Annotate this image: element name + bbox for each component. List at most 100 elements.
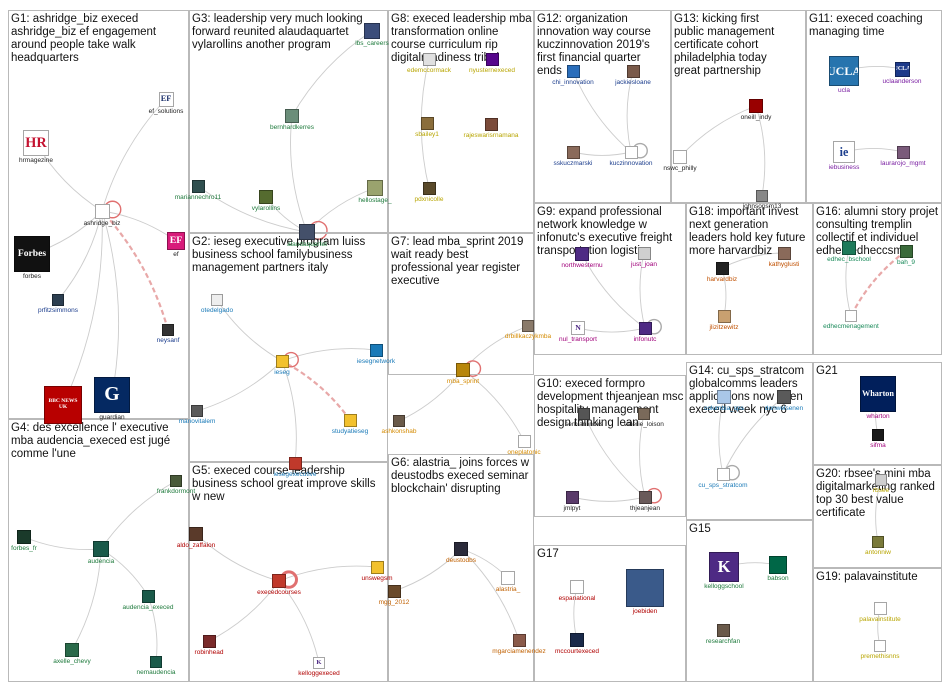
avatar-icon [17, 530, 31, 544]
node-label: iesegnetwork [356, 357, 396, 365]
node-label: harvardbiz [706, 275, 738, 283]
avatar-icon [716, 623, 730, 637]
node-label: mariovitalem [178, 418, 216, 425]
edge-guardian-to-ashridge_biz [101, 210, 120, 396]
node-label: valerie_loison [624, 421, 664, 428]
group-title-g3: G3: leadership very much looking forward… [192, 13, 363, 51]
edge-bernhardkerres-to-alaudaquartet [290, 115, 308, 233]
ucla-logo-icon: UCLA [829, 56, 859, 86]
node-label: nul_transport [559, 336, 597, 343]
edge-iesegexecutive-to-ieseg [281, 360, 297, 464]
node-label: premethisnns [860, 653, 900, 660]
node-label: columbia_sps [704, 405, 744, 412]
node-label: edemccormack [406, 66, 452, 74]
node-label: ashridge_biz [83, 219, 121, 227]
edge-just_joan-to-infonutc [639, 252, 646, 329]
node-label: alaudaquartet [287, 241, 327, 248]
avatar-icon [272, 574, 286, 588]
node-label: audencia_execed [122, 603, 174, 611]
avatar-icon [716, 467, 730, 481]
group-panel-g16 [813, 203, 942, 355]
node-label: oneplatonic [507, 448, 541, 456]
avatar-icon [162, 324, 174, 336]
avatar-icon [624, 145, 638, 159]
node-label: hellostage_ [358, 197, 392, 204]
avatar-icon [422, 52, 436, 66]
group-title-g10: G10: execed formpro development thjeanje… [537, 378, 684, 429]
group-title-g21: G21 [816, 365, 838, 377]
avatar-icon [566, 64, 580, 78]
avatar-icon [872, 429, 884, 441]
avatar-icon [570, 633, 584, 647]
node-label: nemaudencia [136, 669, 176, 676]
avatar-icon [777, 246, 791, 260]
avatar-icon: N [571, 321, 585, 335]
group-title-g17: G17 [537, 548, 559, 560]
group-title-g19: G19: palavainstitute [816, 571, 918, 583]
node-label: mccourtexeced [554, 648, 600, 655]
node-label: drbillkaczykmba [504, 333, 552, 340]
avatar-icon [517, 434, 531, 448]
forbes-logo-icon: Forbes [14, 236, 50, 272]
node-label: aldo_zaffaion [176, 542, 216, 549]
node-label: thjeanjean [630, 504, 660, 512]
avatar-icon: K [313, 657, 325, 669]
node-label: edhecmenagement [823, 323, 879, 330]
avatar-icon [189, 527, 203, 541]
node-label: palavainstitute [859, 615, 901, 623]
edge-neysanf-to-ashridge_biz [101, 210, 170, 331]
node-label: rajeswarisrnamana [463, 131, 519, 139]
ef-solutions-logo-icon: EF [158, 91, 174, 107]
node-label: mgarciamenendez [492, 647, 546, 655]
edge-prfitzsimmons-to-ashridge_biz [57, 210, 103, 301]
avatar-icon [637, 246, 651, 260]
avatar-icon [756, 190, 768, 202]
avatar-icon [52, 294, 64, 306]
node-label: sifma [870, 442, 886, 449]
avatar-icon [275, 354, 289, 368]
node-label: guardian [99, 414, 125, 421]
ie-logo-icon: ie [833, 141, 855, 163]
node-label: jmlpyt [563, 504, 581, 512]
group-title-g11: G11: execed coaching managing time [809, 13, 923, 38]
group-panel-g6 [388, 454, 534, 682]
avatar-icon [150, 656, 162, 668]
avatar-icon [65, 643, 79, 657]
node-label: cu_sps_stratcom [698, 481, 748, 489]
node-label: jlizitzewitz [709, 323, 739, 331]
group-title-g5: G5: execed course leadership business sc… [192, 465, 376, 503]
node-label: mgg_2012 [378, 598, 410, 606]
avatar-icon [749, 99, 763, 113]
node-label: bah_9 [896, 258, 916, 266]
avatar-icon [522, 320, 534, 332]
node-label: edhec_bschool [827, 256, 871, 263]
node-label: kelloggschool [704, 583, 744, 590]
node-label: chi_innovation [552, 78, 594, 86]
node-label: babson [767, 575, 789, 582]
avatar-icon [638, 490, 652, 504]
node-label: ieseg [274, 368, 290, 376]
node-label: infonutc [633, 335, 657, 343]
avatar-icon [638, 408, 650, 420]
node-label: rbsee [872, 487, 890, 494]
group-panel-g18 [686, 203, 813, 355]
node-label: serbianlinuks [565, 421, 603, 428]
node-label: just_joan [630, 260, 658, 268]
avatar-icon [575, 247, 589, 261]
edge-lbs_careers-to-bernhardkerres [291, 30, 373, 117]
avatar-icon [874, 640, 886, 652]
edge-jackiesloane-to-kuczinnovation [626, 70, 634, 153]
avatar-icon [570, 580, 584, 594]
avatar-icon [422, 181, 436, 195]
group-title-g9: G9: expand professional network knowledg… [537, 206, 673, 257]
avatar-icon [343, 413, 357, 427]
avatar-icon [364, 23, 380, 39]
avatar-icon [285, 109, 299, 123]
avatar-icon [899, 244, 913, 258]
avatar-icon [875, 474, 887, 486]
avatar-icon [715, 261, 729, 275]
node-label: frankdormont [156, 488, 196, 495]
avatar-icon [485, 52, 499, 66]
group-panel-g12 [534, 10, 671, 203]
